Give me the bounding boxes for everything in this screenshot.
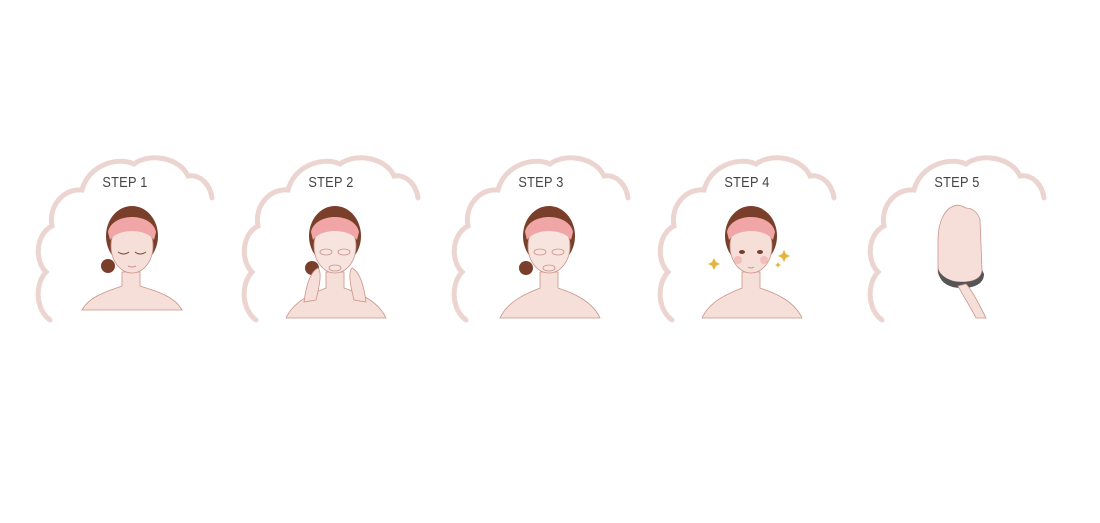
woman-headband-eyes-closed-icon	[81, 206, 183, 311]
sparkle-icon	[708, 258, 720, 270]
step-1-panel: STEP 1	[30, 150, 220, 335]
cloud-bubble-icon	[35, 155, 215, 323]
hand-holding-mask-icon	[937, 204, 987, 319]
step-label: STEP 1	[102, 174, 148, 191]
sparkle-icon	[778, 250, 790, 262]
step-label: STEP 5	[934, 174, 980, 191]
step-4-panel: STEP 4	[652, 150, 842, 335]
cloud-bubble-icon	[867, 155, 1047, 323]
step-label: STEP 4	[724, 174, 770, 191]
step-label: STEP 3	[518, 174, 564, 191]
step-3-panel: STEP 3	[446, 150, 636, 335]
cloud-bubble-icon	[657, 155, 837, 323]
step-5-panel: STEP 5	[862, 150, 1052, 335]
cloud-bubble-icon	[451, 155, 631, 323]
woman-applying-sheet-mask-icon	[285, 206, 387, 319]
step-label: STEP 2	[308, 174, 354, 191]
sparkle-icon	[775, 262, 781, 268]
step-2-panel: STEP 2	[236, 150, 426, 335]
woman-wearing-sheet-mask-icon	[499, 206, 601, 319]
woman-glowing-skin-icon	[701, 206, 803, 319]
cloud-bubble-icon	[241, 155, 421, 323]
